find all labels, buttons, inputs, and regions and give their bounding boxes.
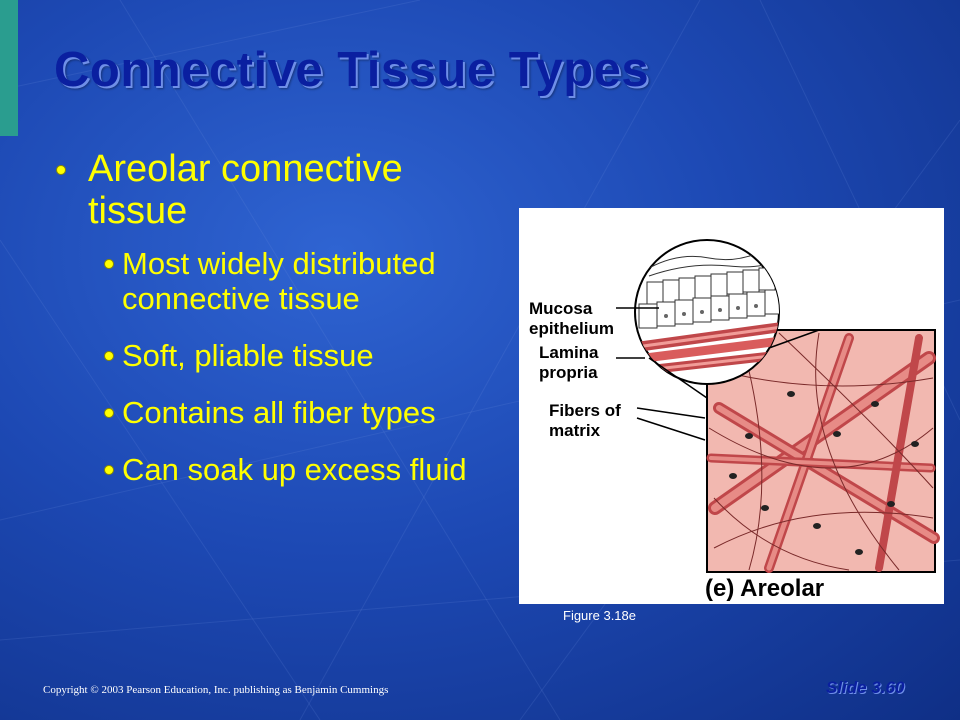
sub-bullet-text: Contains all fiber types xyxy=(122,395,436,430)
areolar-tissue-figure: Mucosa epithelium Lamina propria Fibers … xyxy=(519,208,944,604)
areolar-illustration: Mucosa epithelium Lamina propria Fibers … xyxy=(529,239,940,602)
label-mucosa: Mucosa xyxy=(529,299,593,318)
label-epithelium: epithelium xyxy=(529,319,614,338)
sub-bullet-item: Can soak up excess fluid xyxy=(52,452,492,487)
sub-bullet-text: Most widely distributed connective tissu… xyxy=(122,246,436,316)
cell-nuclei xyxy=(729,391,919,555)
label-propria: propria xyxy=(539,363,598,382)
bullet-dot-icon xyxy=(104,259,114,269)
bullet-text: Areolar connective tissue xyxy=(88,148,403,232)
figure-caption: Figure 3.18e xyxy=(563,608,636,623)
sub-bullet-item: Most widely distributed connective tissu… xyxy=(52,246,492,316)
slide-title: Connective Tissue Types xyxy=(54,43,650,97)
bullet-list: Areolar connective tissue Most widely di… xyxy=(52,148,492,509)
lamina-propria-fibers xyxy=(635,321,779,377)
label-matrix: matrix xyxy=(549,421,601,440)
bullet-item: Areolar connective tissue xyxy=(52,148,492,232)
sub-bullet-text: Soft, pliable tissue xyxy=(122,338,374,373)
sub-bullet-item: Soft, pliable tissue xyxy=(52,338,492,373)
bullet-dot-icon xyxy=(104,408,114,418)
bullet-dot-icon xyxy=(104,351,114,361)
label-fibers-of: Fibers of xyxy=(549,401,621,420)
sub-bullet-item: Contains all fiber types xyxy=(52,395,492,430)
accent-bar xyxy=(0,0,18,136)
sub-bullet-text: Can soak up excess fluid xyxy=(122,452,467,487)
panel-label: (e) Areolar xyxy=(705,575,824,602)
bullet-dot-icon xyxy=(56,165,66,175)
slide-number: Slide 3.60 xyxy=(826,678,905,697)
label-lamina: Lamina xyxy=(539,343,599,362)
copyright-notice: Copyright © 2003 Pearson Education, Inc.… xyxy=(43,684,389,696)
bullet-dot-icon xyxy=(104,465,114,475)
